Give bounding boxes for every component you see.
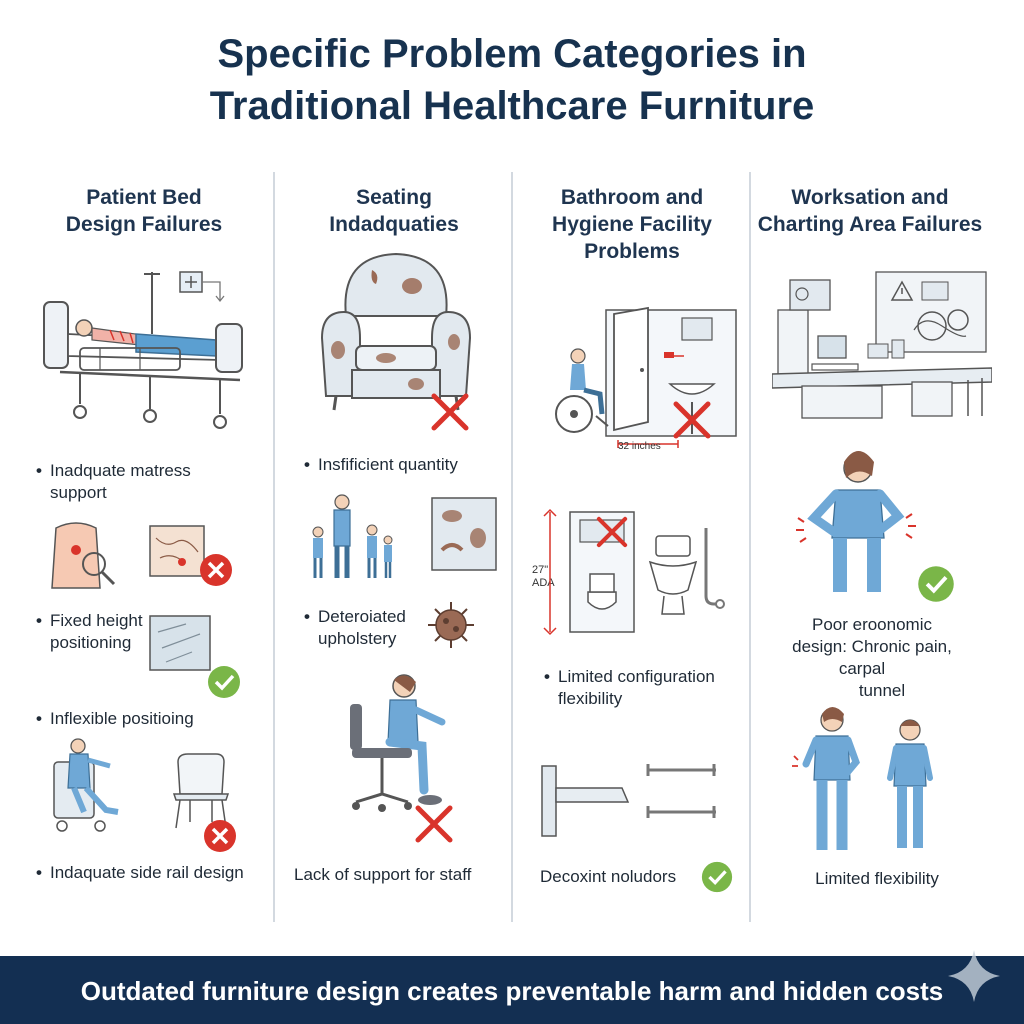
bullet-item: •Indaquate side rail design [36, 863, 244, 882]
ada-height-label: 27" ADA [532, 564, 555, 589]
column-workstation: Worksation and Charting Area Failures [752, 184, 992, 924]
sparkle-icon [948, 950, 1000, 1002]
caption-item: Poor eroonomic design: Chronic pain, car… [792, 615, 952, 700]
bullet-item: •Limited configuration flexibility [544, 667, 715, 708]
bullet-item: Decoxint noludors [540, 867, 677, 886]
column-patient-bed: Patient Bed Design Failures [26, 184, 262, 924]
pressure-sore-icon [51, 522, 205, 589]
bullet-item: •Inadquate matress support [36, 461, 191, 502]
bullet-item: Lack of support for staff [294, 865, 472, 884]
bullet-item: •Fixed height positioning [36, 611, 143, 652]
column-title: Patient Bed Design Failures [65, 186, 223, 236]
hospital-bed-icon [43, 271, 243, 429]
column-bathroom: Bathroom and Hygiene Facility Problems 3… [514, 184, 750, 924]
nurse-back-pain-icon [796, 451, 916, 592]
title-line-1: Specific Problem Categories in [217, 32, 807, 76]
column-title: Seating Indadquaties [329, 186, 459, 236]
title-line-2: Traditional Healthcare Furniture [209, 84, 815, 128]
caption-item: Limited flexibility [815, 869, 939, 888]
column-divider [749, 172, 751, 922]
toilet-icon [543, 508, 725, 636]
staff-chair-icon [350, 674, 446, 812]
door-width-label: 32 inches [618, 441, 661, 452]
workstation-icon [772, 271, 992, 419]
footer-banner: Outdated furniture design creates preven… [0, 956, 1024, 1024]
bullet-item: •Deteroiated upholstery [304, 607, 406, 648]
green-check-icon [918, 566, 954, 602]
family-waiting-icon [312, 494, 497, 578]
column-divider [511, 172, 513, 922]
red-x-icon [673, 401, 711, 439]
page-title: Specific Problem Categories in Tradition… [0, 28, 1024, 132]
virus-icon [428, 602, 474, 648]
bullet-item: •Inflexible positioing [36, 709, 194, 728]
column-title: Bathroom and Hygiene Facility Problems [552, 186, 712, 263]
column-seating: Seating Indadquaties •Insfificient quant… [276, 184, 512, 924]
red-x-icon [200, 554, 232, 586]
scratched-panel-icon [149, 615, 211, 671]
bullet-item: •Insfificient quantity [304, 455, 458, 474]
column-title: Worksation and Charting Area Failures [757, 186, 983, 236]
bathroom-doorway-icon [555, 306, 737, 448]
column-divider [273, 172, 275, 922]
staff-figures-icon [792, 707, 933, 850]
green-check-icon [208, 666, 240, 698]
green-check-icon [701, 861, 733, 893]
red-x-icon [431, 393, 469, 431]
footer-text: Outdated furniture design creates preven… [80, 976, 944, 1006]
red-x-icon [415, 805, 453, 843]
red-x-icon [596, 516, 628, 548]
grab-bars-icon [541, 764, 716, 837]
red-x-icon [204, 820, 236, 852]
chair-positioning-icon [53, 738, 230, 832]
